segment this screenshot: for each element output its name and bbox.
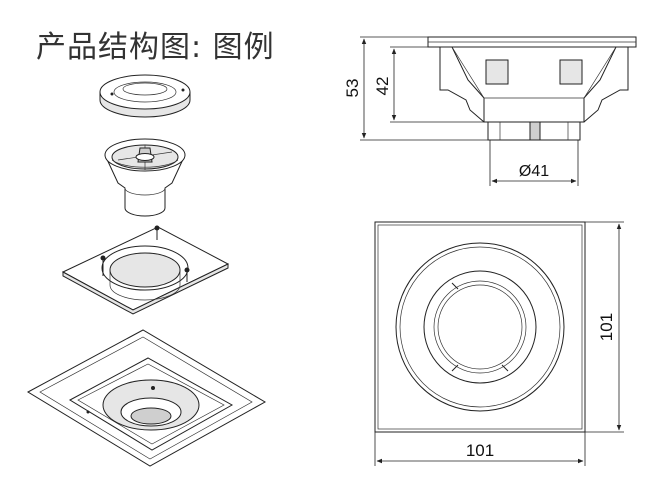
dim-label-53: 53 xyxy=(343,79,362,98)
dim-label-42: 42 xyxy=(373,77,392,96)
dim-label-diameter: Ø41 xyxy=(519,163,549,180)
screw-icon xyxy=(184,267,190,282)
base-body-part xyxy=(26,329,267,467)
top-view: 101 101 xyxy=(374,221,624,466)
screw-icon xyxy=(154,225,160,240)
trap-core-part xyxy=(104,138,186,217)
side-view: 53 42 Ø41 xyxy=(343,36,637,186)
screw-icon xyxy=(100,255,106,276)
dim-label-width: 101 xyxy=(466,441,494,460)
dim-label-height: 101 xyxy=(597,313,616,341)
ring-cover-part xyxy=(99,74,191,118)
frame-plate-part xyxy=(61,225,230,315)
diagram-title: 产品结构图: 图例 xyxy=(36,30,275,65)
